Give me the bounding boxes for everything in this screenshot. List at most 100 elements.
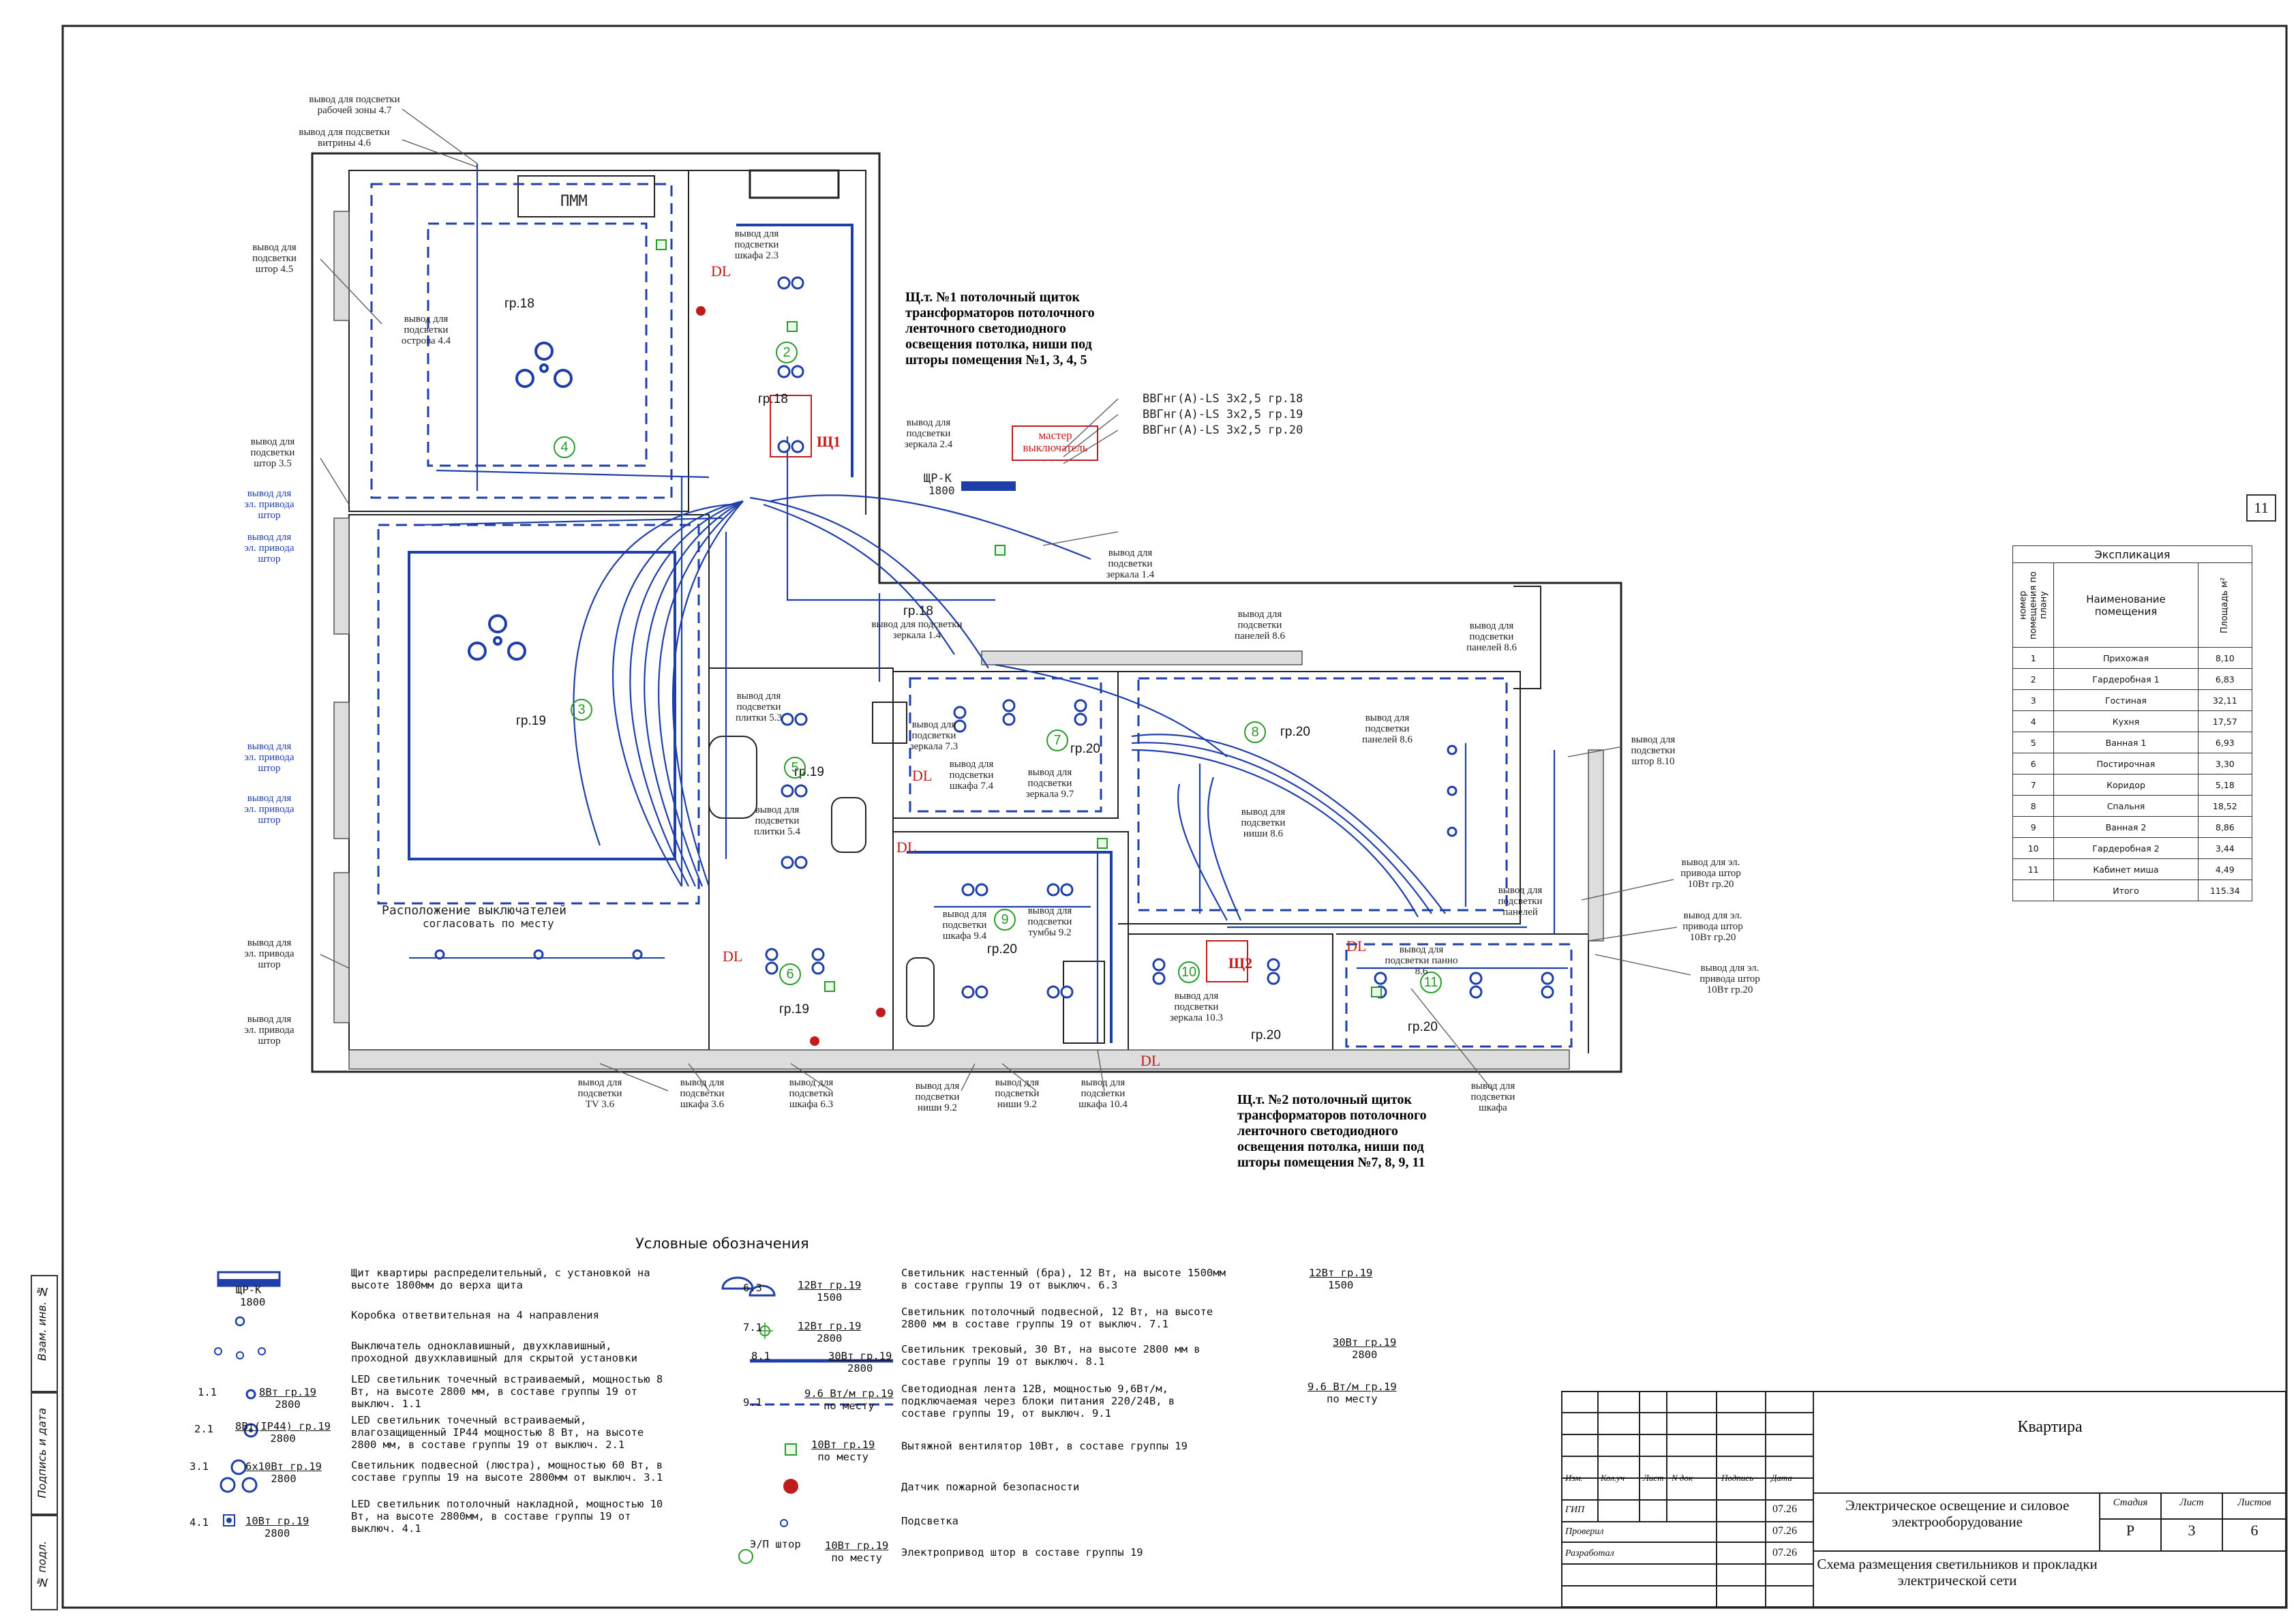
annotation: вывод для подсветки витрины 4.6 [299,127,390,149]
section-name: Электрическое освещение и силовое электр… [1845,1497,2070,1530]
legend-text: Коробка ответвительная на 4 направления [351,1309,599,1321]
annotation: вывод для подсветки панелей 8.6 [1361,712,1413,745]
legend-symbols [214,1271,754,1527]
room-number: 11 [1420,972,1442,993]
floor-plan [311,108,1691,1092]
room-name: Коридор [2053,774,2199,796]
annotation: вывод для подсветки ниши 9.2 [995,1077,1040,1110]
side-stamp-box-2 [31,1391,58,1516]
legend-text: Светильник трековый, 30 Вт, на высоте 28… [901,1343,1200,1368]
legend-symbol-label: 9.1 [743,1396,762,1409]
annotation: вывод для подсветки зеркала 7.3 [909,719,958,752]
sheet-index: 11 [2246,494,2276,522]
dl-marker: DL [723,948,743,965]
annotation: вывод для подсветки зеркала 1.4 [871,619,963,641]
annotation: вывод для подсветки зеркала 9.7 [1025,767,1074,800]
room-number: 5 [784,757,806,779]
room-number: 3 [571,699,592,721]
legend-text: Щит квартиры распределительный, с устано… [351,1267,650,1291]
annotation: вывод для подсветки шкафа 10.4 [1078,1077,1128,1110]
group-label: гр.20 [987,942,1017,957]
room-name: Ванная 2 [2053,816,2199,838]
panel-symbol [961,481,1016,491]
group-label: гр.18 [758,392,788,406]
room-no: 10 [2012,837,2055,859]
room-area: 5,18 [2197,774,2253,796]
annotation: вывод для подсветки плитки 5.3 [736,691,782,723]
stage-label: Стадия [2113,1497,2148,1508]
tb-date: 07.26 [1772,1525,1797,1537]
annotation: вывод для подсветки панелей 8.6 [1466,620,1517,653]
annotation: вывод для эл. привода штор [244,937,294,970]
group-label: гр.20 [1280,725,1310,739]
legend-text: LED светильник потолочный накладной, мощ… [351,1498,663,1535]
room-no: 1 [2012,647,2055,669]
tb-date: 07.26 [1772,1547,1797,1559]
legend-symbol-label: 1.1 [198,1386,217,1398]
annotation: вывод для подсветки плитки 5.4 [754,805,800,837]
dl-marker: DL [711,262,731,280]
room-area: 8,10 [2197,647,2253,669]
sheet-value: 3 [2188,1522,2196,1539]
annotation: вывод для эл. привода штор 10Вт гр.20 [1680,857,1741,890]
room-no: 7 [2012,774,2055,796]
explication-header: Наименование помещения [2053,562,2199,648]
cable-label-18: ВВГнг(А)-LS 3х2,5 гр.18 [1143,392,1303,406]
explication-title: Экспликация [2012,545,2252,563]
annotation: вывод для подсветки панелей [1498,885,1543,918]
annotation: вывод для эл. привода штор [244,793,294,826]
dl-marker: DL [1346,937,1367,954]
legend-text: Электропривод штор в составе группы 19 [901,1546,1143,1559]
sheets-label: Листов [2237,1497,2271,1508]
legend-text: Выключатель одноклавишный, двухклавишный… [351,1340,637,1364]
room-area: 6,83 [2197,668,2253,690]
annotation: вывод для подсветки зеркала 1.4 [1106,547,1155,580]
room-number: 6 [779,963,801,985]
room-no: 5 [2012,732,2055,753]
legend-text: LED светильник точечный встраиваемый, вл… [351,1414,644,1451]
explication-header: номер помещения по плану [2012,562,2054,648]
room-name: Гостиная [2053,689,2199,711]
room-area: 115.34 [2197,879,2253,901]
legend-symbol-label: 2.1 [194,1423,213,1435]
room-number: 2 [776,342,798,363]
legend-text: Светильник подвесной (люстра), мощностью… [351,1459,663,1484]
room-name: Гардеробная 2 [2053,837,2199,859]
tb-role: Разработал [1565,1548,1614,1559]
explication-header: Площадь м² [2198,562,2252,648]
annotation: вывод для подсветки шкафа 3.6 [680,1077,725,1110]
annotation: вывод для эл. привода штор [244,488,294,521]
legend-symbol-label: 6.3 [743,1282,762,1294]
sheet-label: Лист [2179,1497,2204,1508]
sheets-value: 6 [2250,1522,2259,1539]
side-stamp-box-1 [31,1275,58,1394]
side-stamp-box-3 [31,1514,58,1610]
room-area: 4,49 [2197,858,2253,880]
tb-col-header: Кол.уч [1601,1473,1625,1483]
annotation: вывод для подсветки TV 3.6 [577,1077,622,1110]
legend-text: Светильник потолочный подвесной, 12 Вт, … [901,1306,1213,1330]
room-number: 9 [994,909,1016,931]
room-area: 6,93 [2197,732,2253,753]
annotation: вывод для подсветки шкафа 2.3 [734,228,779,261]
room-name: Постирочная [2053,753,2199,775]
room-number: 7 [1046,730,1068,751]
annotation: вывод для подсветки шкафа 6.3 [789,1077,834,1110]
room-name: Итого [2053,879,2199,901]
title-block-grid [1561,1391,2286,1608]
switch-note-2: согласовать по месту [423,917,554,930]
tb-date: 07.26 [1772,1503,1797,1515]
tb-col-header: Лист [1643,1473,1664,1483]
room-name: Кабинет миша [2053,858,2199,880]
